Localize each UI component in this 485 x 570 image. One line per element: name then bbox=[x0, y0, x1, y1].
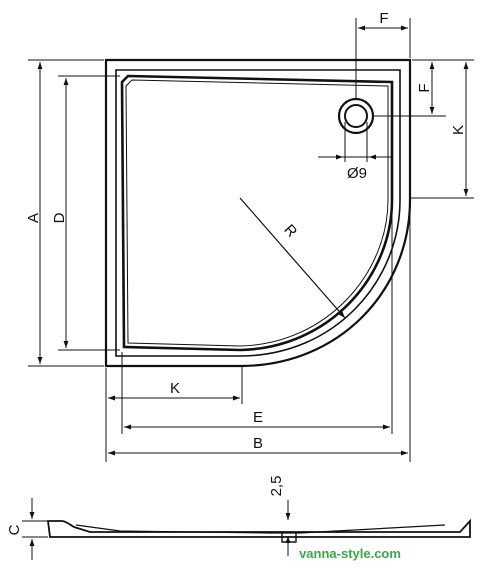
label-e: E bbox=[253, 409, 263, 426]
label-b: B bbox=[253, 435, 263, 452]
drain-inner bbox=[344, 104, 368, 128]
label-depth: 2,5 bbox=[268, 476, 285, 497]
tray-basin-inner-line bbox=[125, 79, 389, 347]
label-k-right: K bbox=[450, 125, 467, 135]
profile-basin-line bbox=[75, 524, 446, 534]
label-c: C bbox=[6, 524, 23, 535]
profile-outline bbox=[46, 518, 471, 538]
label-k-bottom: K bbox=[170, 380, 180, 397]
label-f-top: F bbox=[379, 10, 388, 27]
label-drain-diameter: Ø9 bbox=[347, 165, 367, 182]
tray-side-view bbox=[22, 498, 471, 560]
label-a: A bbox=[25, 213, 42, 223]
label-r: R bbox=[280, 221, 300, 241]
tray-top-view bbox=[104, 58, 412, 368]
label-f-right: F bbox=[416, 83, 433, 92]
tray-outer-outline bbox=[104, 58, 412, 368]
radius-line bbox=[239, 197, 346, 319]
tray-rim-line bbox=[115, 69, 401, 357]
tray-basin-outline bbox=[120, 74, 394, 352]
dimension-lines bbox=[28, 18, 474, 462]
label-d: D bbox=[51, 212, 68, 223]
watermark-text: vanna-style.com bbox=[299, 546, 401, 561]
